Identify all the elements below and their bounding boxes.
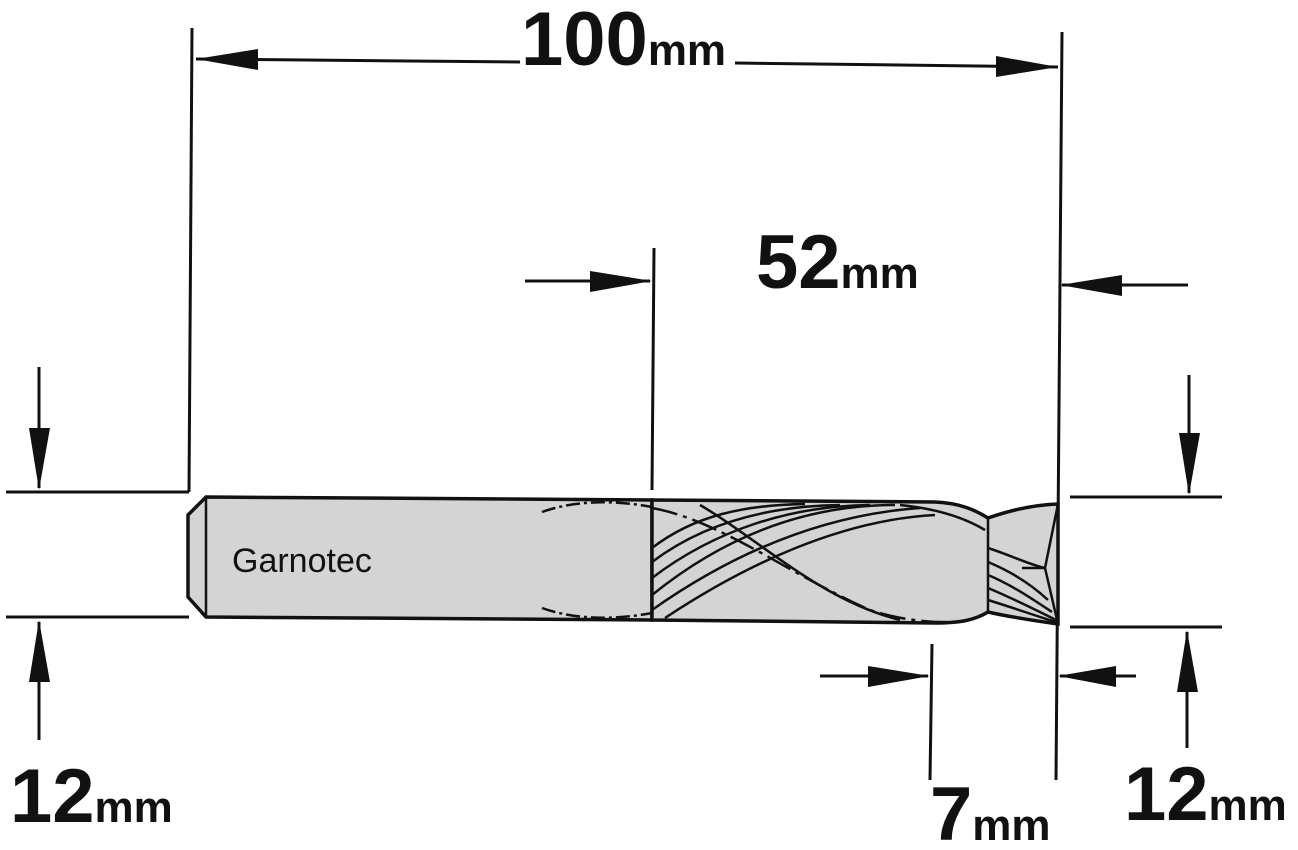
helix-line: [651, 506, 921, 612]
helix-line: [651, 502, 806, 549]
cutting-length-left-extension: [650, 247, 656, 491]
cutting-diameter-value: 12: [1124, 752, 1209, 837]
cutting-diameter-unit: mm: [1209, 781, 1287, 830]
tip-length-unit: mm: [972, 801, 1050, 850]
cutting-length-dimension: 52mm: [525, 220, 1188, 305]
tip-flute-line: [987, 586, 1057, 622]
shank-diameter-value: 12: [10, 754, 95, 839]
cutting-length-value: 52: [756, 220, 841, 305]
helix-line: [651, 503, 896, 596]
overall-length-unit: mm: [648, 26, 726, 75]
cutting-length-unit: mm: [841, 249, 919, 298]
flute-edge-curve: [699, 503, 901, 622]
helix-line: [651, 503, 841, 563]
arrowhead-left-inward: [590, 271, 652, 292]
tip-flute-line: [987, 598, 1057, 624]
flute-edge-curve: [651, 506, 961, 624]
overall-length-left-extension: [187, 27, 194, 493]
arrowhead-up: [29, 620, 50, 682]
arrowhead-down: [1179, 433, 1200, 495]
arrowhead-down: [29, 428, 50, 490]
arrowhead-left-inward: [868, 666, 930, 687]
tip-length-left-extension: [928, 643, 934, 781]
cutting-diameter-label: 12mm: [1124, 752, 1287, 837]
helix-line: [664, 513, 936, 620]
cutting-length-label: 52mm: [756, 220, 919, 305]
tip-length-value: 7: [930, 772, 972, 850]
overall-length-value: 100: [521, 0, 648, 82]
arrowhead-up: [1177, 630, 1198, 692]
overall-length-dimension: 100mm: [195, 0, 1059, 82]
overall-length-label: 100mm: [521, 0, 726, 82]
tip-length-dimension: 7mm: [820, 666, 1136, 850]
flute-runout-top: [541, 501, 653, 514]
flute-edge-curve: [899, 503, 986, 532]
shank-diameter-unit: mm: [95, 783, 173, 832]
arrowhead-right-inward: [1060, 275, 1122, 296]
arrowhead-right-inward: [1058, 666, 1116, 687]
arrowhead-left: [196, 49, 258, 70]
tip-length-label: 7mm: [930, 772, 1051, 850]
flute-runout-bottom: [541, 606, 653, 619]
shank-diameter-dimension: 12mm: [10, 367, 173, 839]
end-mill-body: Garnotec: [186, 495, 1060, 627]
tip-flute-line: [987, 560, 1049, 601]
tip-flute-line: [987, 573, 1053, 614]
overall-length-right-extension: [1054, 31, 1064, 781]
cutting-diameter-dimension: 12mm: [1124, 375, 1287, 837]
shank-diameter-label: 12mm: [10, 754, 173, 839]
helix-line: [651, 503, 871, 579]
arrowhead-right: [996, 56, 1058, 77]
brand-label: Garnotec: [232, 542, 372, 580]
